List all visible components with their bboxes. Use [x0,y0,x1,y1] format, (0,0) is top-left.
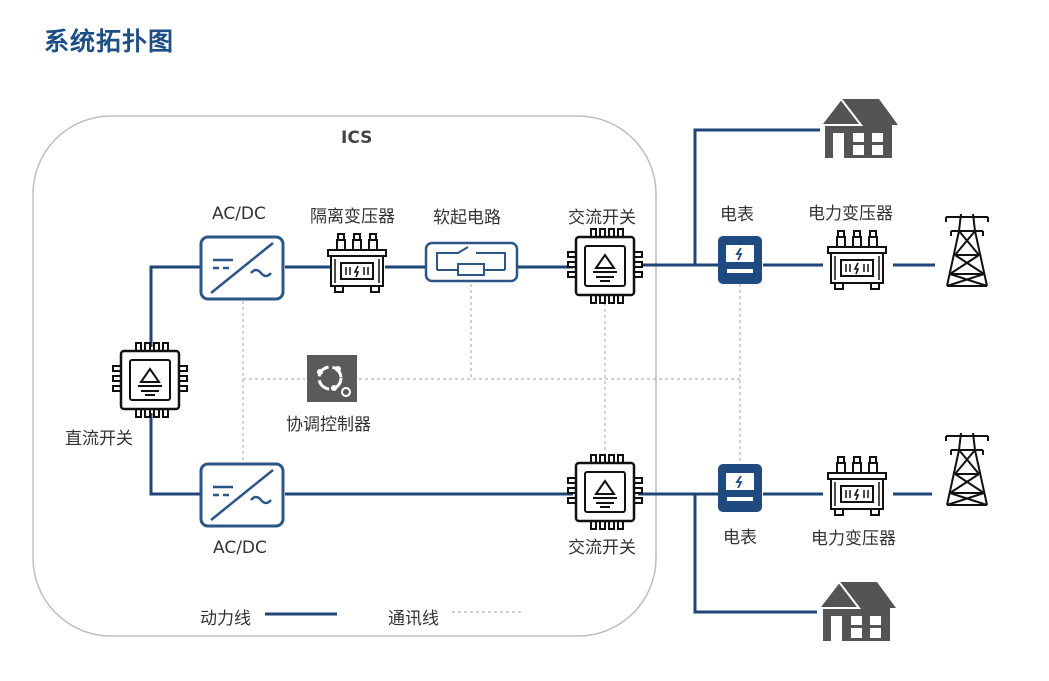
transformer-icon [827,230,887,290]
power-transformer-bottom-label: 电力变压器 [811,529,896,549]
power-lines [149,128,935,614]
controller-icon [307,355,357,402]
soft-start-label: 软起电路 [433,208,501,228]
ics-label: ICS [341,128,373,148]
dc-switch-label: 直流开关 [65,429,133,449]
ics-boundary [32,115,657,637]
coordinator-label: 协调控制器 [286,415,371,435]
acdc-converter-icon [199,462,285,528]
soft-start-icon [424,241,519,283]
power-transformer-top-label: 电力变压器 [808,204,893,224]
house-icon [818,581,897,642]
switch-chip-icon [111,341,189,419]
switch-chip-icon [566,453,644,531]
transformer-icon [327,233,387,293]
transformer-icon [827,456,887,516]
iso-transformer-label: 隔离变压器 [310,207,395,227]
acdc-converter-icon [199,235,285,301]
pylon-icon [945,213,989,287]
switch-chip-icon [566,227,644,305]
meter-bottom-label: 电表 [723,528,757,548]
meter-top-label: 电表 [720,205,754,225]
acdc-bottom-label: AC/DC [213,538,267,558]
legend-comm-label: 通讯线 [388,609,439,629]
meter-icon [717,463,763,513]
meter-icon [717,235,763,285]
page-title: 系统拓扑图 [44,27,175,56]
pylon-icon [945,432,989,506]
comm-lines [242,284,741,464]
ac-switch-top-label: 交流开关 [568,208,636,228]
acdc-top-label: AC/DC [212,204,266,224]
house-icon [820,98,899,159]
ac-switch-bottom-label: 交流开关 [568,538,636,558]
legend-power-label: 动力线 [200,609,251,629]
